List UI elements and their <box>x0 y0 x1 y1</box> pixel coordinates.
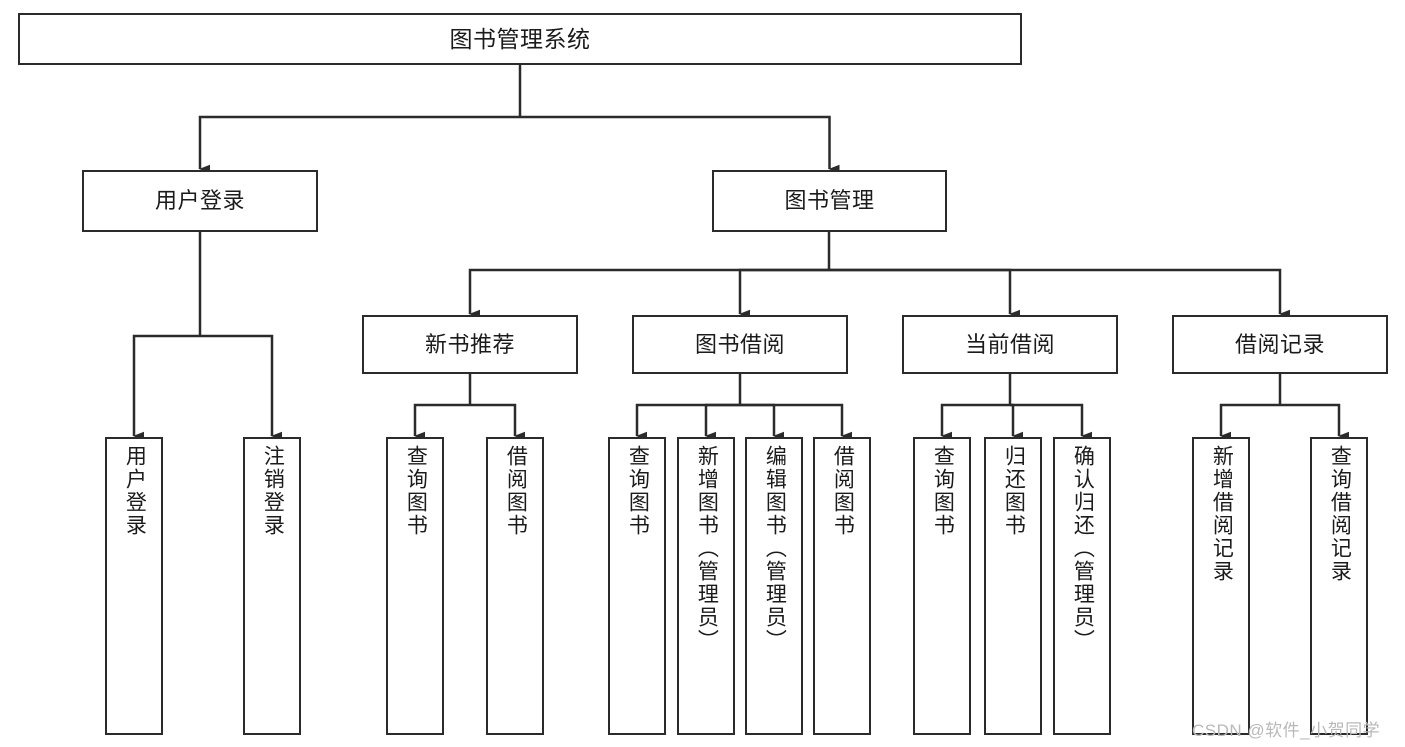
edge-root-to-user-login <box>198 115 520 174</box>
edge-user-login-to-leaf-logout <box>200 334 282 441</box>
edge-book-borrow-to-leaf-add-book <box>704 403 740 441</box>
node-leaf-query-book-1-label: 查询图书 <box>404 445 428 537</box>
node-borrow-record[interactable]: 借阅记录 <box>1172 315 1388 374</box>
node-leaf-user-login[interactable]: 用户登录 <box>105 437 163 735</box>
node-leaf-borrow-book-2-label: 借阅图书 <box>831 445 855 537</box>
node-leaf-return-book-label: 归还图书 <box>1002 445 1026 537</box>
edge-book-manage-to-book-borrow <box>738 268 829 319</box>
node-leaf-confirm-return-label: 确认归还（管理员） <box>1071 445 1095 652</box>
node-leaf-query-book-2[interactable]: 查询图书 <box>608 437 666 735</box>
node-leaf-query-record[interactable]: 查询借阅记录 <box>1310 437 1368 735</box>
edge-borrow-record-to-leaf-add-record <box>1219 403 1280 441</box>
edge-current-borrow-to-leaf-query-book-3 <box>940 403 1010 441</box>
node-user-login[interactable]: 用户登录 <box>82 170 318 232</box>
edge-new-book-rec-to-leaf-borrow-book-1 <box>470 403 525 441</box>
csdn-watermark: CSDN @软件_小贺同学 <box>1192 721 1381 740</box>
edge-book-manage-to-current-borrow <box>829 268 1020 319</box>
node-book-manage-label: 图书管理 <box>784 188 875 214</box>
node-leaf-query-record-label: 查询借阅记录 <box>1328 445 1352 583</box>
node-leaf-return-book[interactable]: 归还图书 <box>984 437 1042 735</box>
node-leaf-query-book-3-label: 查询图书 <box>931 445 955 537</box>
node-root-label: 图书管理系统 <box>449 25 591 52</box>
edge-book-borrow-to-leaf-query-book-2 <box>635 403 740 441</box>
edge-book-borrow-to-leaf-edit-book <box>740 403 784 441</box>
edge-new-book-rec-to-leaf-query-book-1 <box>413 403 470 441</box>
node-leaf-user-login-label: 用户登录 <box>123 445 147 537</box>
node-leaf-borrow-book-2[interactable]: 借阅图书 <box>813 437 871 735</box>
node-leaf-query-book-3[interactable]: 查询图书 <box>913 437 971 735</box>
node-current-borrow[interactable]: 当前借阅 <box>902 315 1118 374</box>
node-book-borrow[interactable]: 图书借阅 <box>632 315 848 374</box>
node-leaf-query-book-2-label: 查询图书 <box>626 445 650 537</box>
node-leaf-add-book-label: 新增图书（管理员） <box>695 445 719 652</box>
node-leaf-confirm-return[interactable]: 确认归还（管理员） <box>1053 437 1111 735</box>
node-leaf-logout[interactable]: 注销登录 <box>243 437 301 735</box>
node-leaf-query-book-1[interactable]: 查询图书 <box>386 437 444 735</box>
node-leaf-add-record-label: 新增借阅记录 <box>1210 445 1234 583</box>
node-leaf-add-record[interactable]: 新增借阅记录 <box>1192 437 1250 735</box>
node-root[interactable]: 图书管理系统 <box>18 13 1022 65</box>
edge-current-borrow-to-leaf-confirm-return <box>1010 403 1092 441</box>
node-leaf-borrow-book-1-label: 借阅图书 <box>504 445 528 537</box>
edge-current-borrow-to-leaf-return-book <box>1010 403 1023 441</box>
edge-book-manage-to-new-book-rec <box>468 268 829 319</box>
edge-book-borrow-to-leaf-borrow-book-2 <box>740 403 852 441</box>
node-new-book-rec-label: 新书推荐 <box>424 331 515 357</box>
node-leaf-edit-book-label: 编辑图书（管理员） <box>763 445 787 652</box>
node-book-borrow-label: 图书借阅 <box>694 331 785 357</box>
node-new-book-rec[interactable]: 新书推荐 <box>362 315 578 374</box>
tree-edges <box>132 65 1349 441</box>
node-leaf-logout-label: 注销登录 <box>261 445 285 537</box>
node-leaf-borrow-book-1[interactable]: 借阅图书 <box>486 437 544 735</box>
edge-borrow-record-to-leaf-query-record <box>1280 403 1349 441</box>
node-borrow-record-label: 借阅记录 <box>1234 331 1325 357</box>
edge-book-manage-to-borrow-record <box>829 268 1290 319</box>
edge-root-to-book-manage <box>520 115 840 174</box>
node-book-manage[interactable]: 图书管理 <box>712 170 947 232</box>
node-user-login-label: 用户登录 <box>154 188 245 214</box>
edge-user-login-to-leaf-user-login <box>132 334 200 441</box>
node-leaf-edit-book[interactable]: 编辑图书（管理员） <box>745 437 803 735</box>
node-leaf-add-book[interactable]: 新增图书（管理员） <box>677 437 735 735</box>
node-current-borrow-label: 当前借阅 <box>964 331 1055 357</box>
